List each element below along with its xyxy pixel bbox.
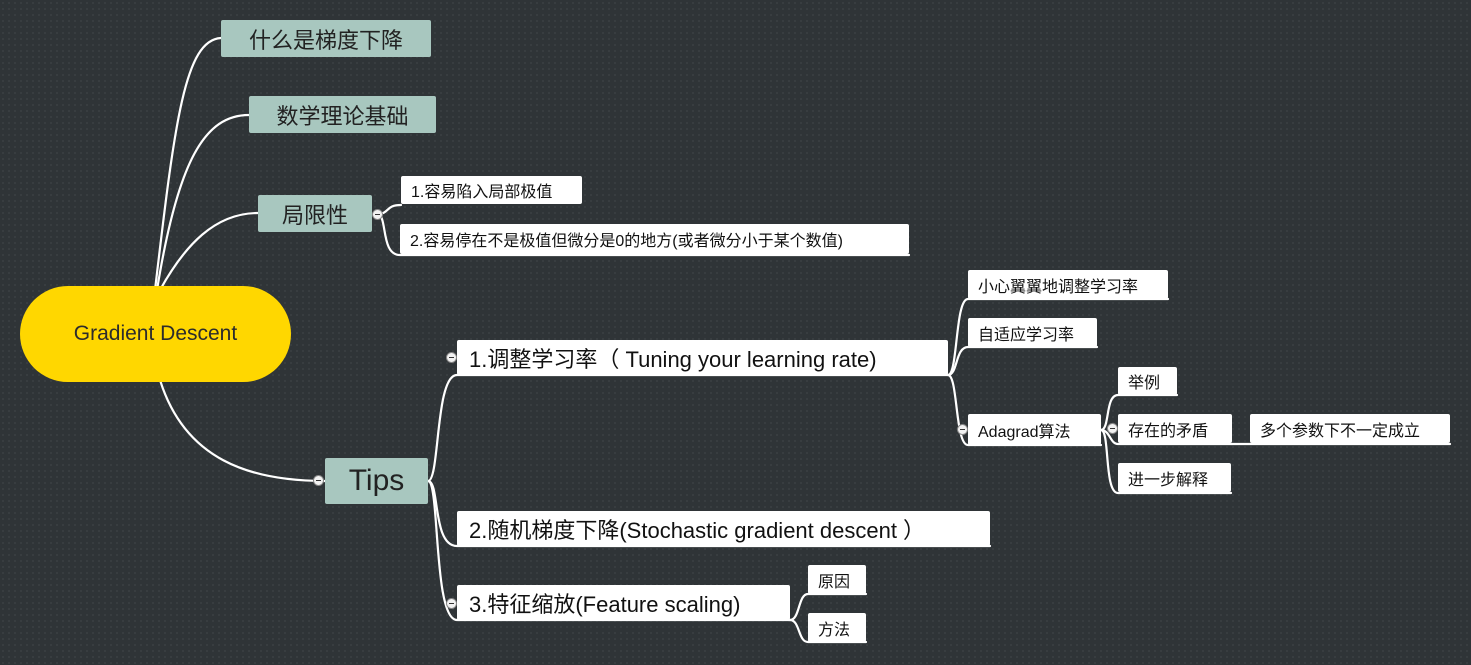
- topic-label: 数学理论基础: [276, 103, 409, 129]
- link-root-math: [155, 113, 251, 292]
- subtopic-label: 2.随机梯度下降(Stochastic gradient descent ）: [469, 517, 926, 543]
- leaf-label: 1.容易陷入局部极值: [411, 184, 553, 201]
- subtopic-label: 3.特征缩放(Feature scaling): [469, 591, 741, 617]
- leaf-label: 2.容易停在不是极值但微分是0的地方(或者微分小于某个数值): [410, 233, 843, 250]
- link-lr-adagrad: [946, 373, 1103, 447]
- link-scaling-reason: [788, 592, 868, 622]
- leaf-label: Adagrad算法: [978, 423, 1071, 441]
- topic-label: 什么是梯度下降: [248, 27, 403, 53]
- adagrad-further-explanation[interactable]: 进一步解释: [1118, 463, 1231, 492]
- contradiction-multi-param[interactable]: 多个参数下不一定成立: [1250, 414, 1450, 443]
- link-scaling-method: [788, 618, 868, 644]
- lr-careful-tuning[interactable]: 小心翼翼地调整学习率: [968, 270, 1168, 299]
- leaf-label: 原因: [818, 573, 851, 591]
- collapse-toggle-learning-rate-icon[interactable]: [446, 352, 457, 363]
- scaling-method[interactable]: 方法: [808, 613, 866, 642]
- link-lr-careful: [946, 297, 1170, 377]
- collapse-toggle-feature-scaling-icon[interactable]: [446, 598, 457, 609]
- limit-local-extremum[interactable]: 1.容易陷入局部极值: [401, 176, 582, 204]
- leaf-label: 小心翼翼地调整学习率: [978, 278, 1139, 296]
- link-root-tips: [158, 378, 327, 483]
- topic-math-basis[interactable]: 数学理论基础: [249, 96, 436, 133]
- topic-limitations[interactable]: 局限性: [258, 195, 372, 232]
- leaf-label: 方法: [818, 621, 851, 639]
- adagrad-example[interactable]: 举例: [1118, 367, 1177, 395]
- adagrad-contradiction[interactable]: 存在的矛盾: [1118, 414, 1232, 443]
- link-root-limits: [158, 211, 260, 292]
- topic-tips[interactable]: Tips: [325, 458, 428, 504]
- scaling-reason[interactable]: 原因: [808, 565, 866, 594]
- topic-what-is-gradient-descent[interactable]: 什么是梯度下降: [221, 20, 431, 57]
- root-node[interactable]: Gradient Descent: [20, 286, 291, 382]
- leaf-label: 举例: [1128, 375, 1161, 392]
- leaf-label: 进一步解释: [1128, 471, 1209, 489]
- topic-label: 局限性: [281, 202, 348, 228]
- tip-learning-rate[interactable]: 1.调整学习率（ Tuning your learning rate): [457, 340, 948, 375]
- link-tips-scaling: [426, 479, 792, 622]
- topic-label: Tips: [348, 464, 405, 497]
- collapse-toggle-limitations-icon[interactable]: [372, 209, 383, 220]
- tip-stochastic-gradient-descent[interactable]: 2.随机梯度下降(Stochastic gradient descent ）: [457, 511, 990, 546]
- collapse-toggle-tips-icon[interactable]: [313, 475, 324, 486]
- collapse-toggle-contradiction-icon[interactable]: [1107, 423, 1118, 434]
- leaf-label: 多个参数下不一定成立: [1260, 422, 1421, 440]
- root-label: Gradient Descent: [73, 322, 238, 345]
- link-tips-lr: [426, 373, 950, 483]
- lr-adaptive[interactable]: 自适应学习率: [968, 318, 1097, 347]
- collapse-toggle-adagrad-icon[interactable]: [957, 424, 968, 435]
- link-lr-adaptive: [946, 345, 1099, 377]
- limit-zero-derivative[interactable]: 2.容易停在不是极值但微分是0的地方(或者微分小于某个数值): [400, 224, 909, 254]
- link-adagrad-example: [1099, 393, 1179, 432]
- leaf-label: 自适应学习率: [978, 326, 1075, 344]
- leaf-label: 存在的矛盾: [1128, 422, 1209, 440]
- lr-adagrad[interactable]: Adagrad算法: [968, 414, 1101, 445]
- link-root-what: [153, 36, 223, 292]
- subtopic-label: 1.调整学习率（ Tuning your learning rate): [469, 346, 877, 372]
- tip-feature-scaling[interactable]: 3.特征缩放(Feature scaling): [457, 585, 790, 620]
- link-adagrad-further: [1099, 428, 1233, 495]
